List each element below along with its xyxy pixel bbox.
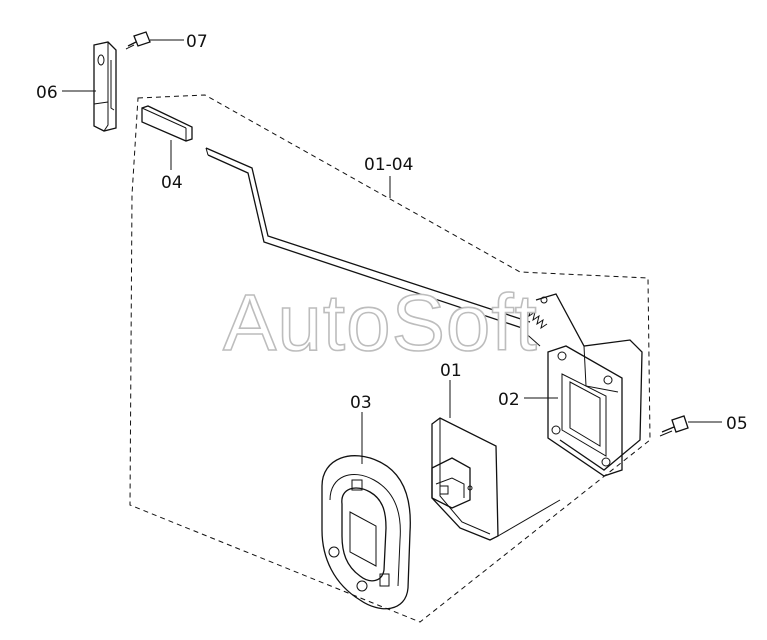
group-boundary-dashed	[129, 94, 651, 623]
part-07-screw	[125, 31, 151, 50]
part-01-sensor-board	[431, 417, 561, 541]
label-03: 03	[350, 393, 372, 413]
label-05: 05	[726, 414, 748, 434]
label-04: 04	[161, 173, 183, 193]
label-06: 06	[36, 83, 58, 103]
label-07: 07	[186, 32, 208, 52]
label-02: 02	[498, 390, 520, 410]
part-05-screw	[659, 415, 689, 437]
label-01: 01	[440, 361, 462, 381]
part-06-bracket	[93, 41, 117, 132]
watermark-text: AutoSoft	[223, 278, 538, 367]
part-02-housing	[535, 293, 643, 477]
part-03-float	[321, 455, 411, 610]
part-04-sleeve	[141, 105, 193, 142]
label-group-01-04: 01-04	[364, 155, 413, 175]
float-rod	[205, 147, 548, 347]
